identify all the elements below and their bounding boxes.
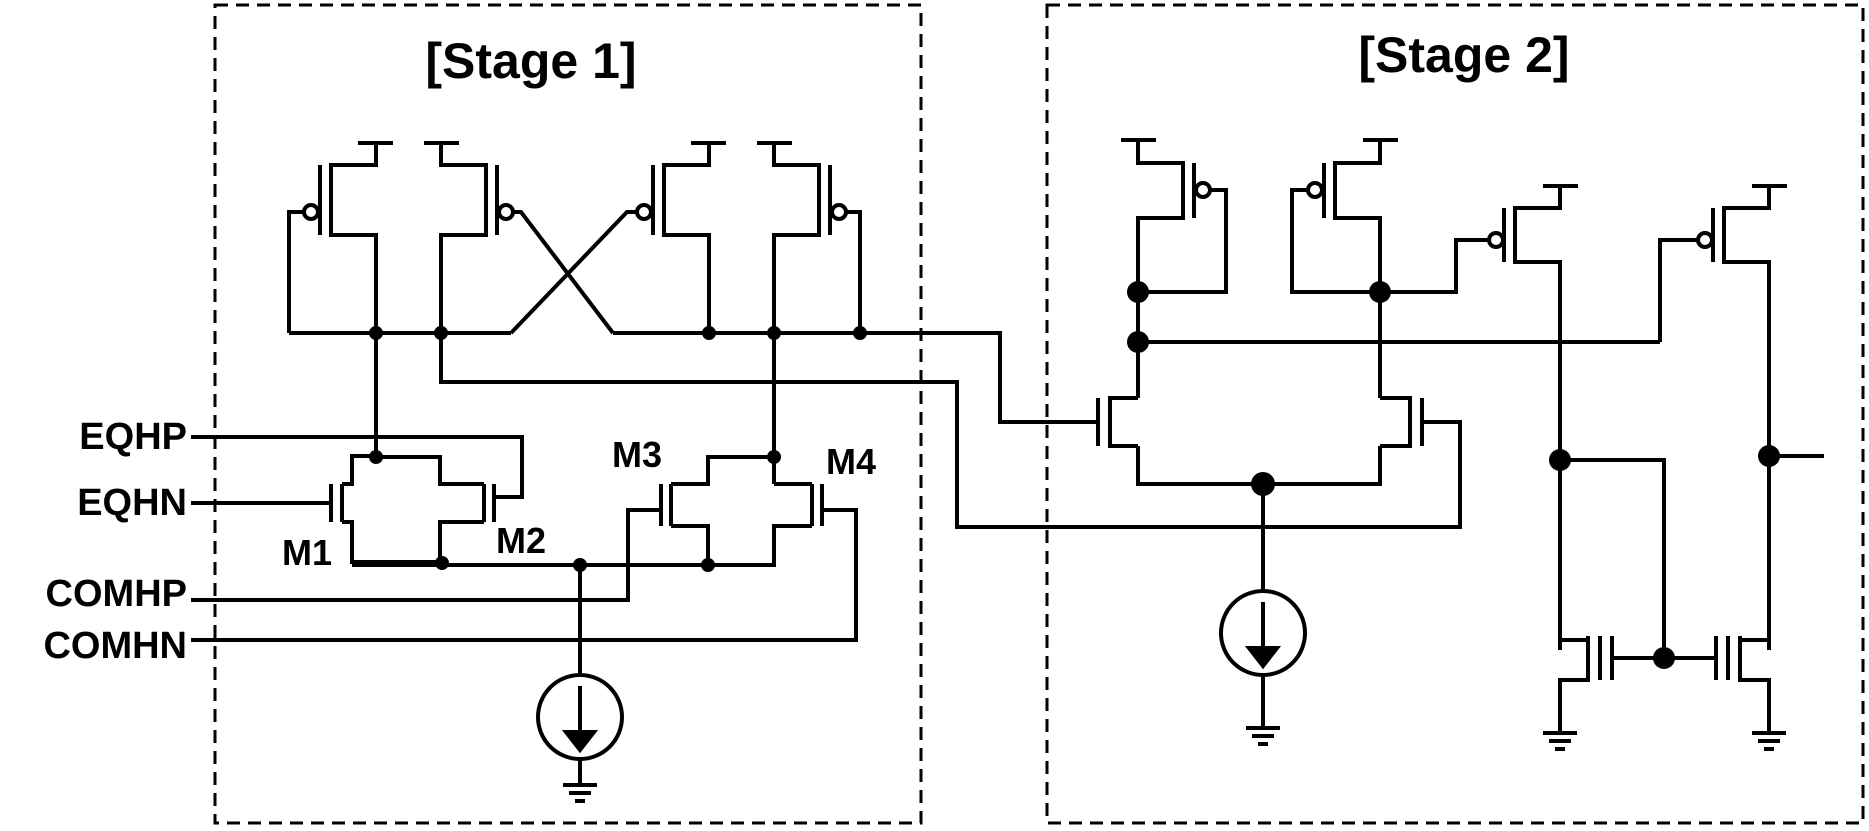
stage-1-equalization-switches — [329, 333, 824, 676]
stage-2-title: [Stage 2] — [1358, 27, 1569, 83]
transistor-label-m1: M1 — [282, 532, 332, 573]
stage-1-current-source — [536, 673, 624, 803]
input-label-comhp: COMHP — [46, 573, 187, 615]
input-label-eqhn: EQHN — [77, 482, 187, 524]
stage-2-diff-pair — [1096, 138, 1660, 592]
input-label-eqhp: EQHP — [79, 416, 187, 458]
transistor-label-m2: M2 — [496, 520, 546, 561]
stage-2-output-stage — [1487, 184, 1824, 751]
stage-1-title: [Stage 1] — [425, 33, 636, 89]
interstage-wires — [439, 331, 1462, 529]
junction-dots — [369, 281, 1780, 669]
input-label-comhn: COMHN — [43, 625, 187, 667]
stage-1-pmos-latch — [287, 141, 862, 335]
stage-1-inputs — [191, 435, 858, 642]
stage-2-current-source — [1219, 589, 1307, 746]
stage-2-box — [1045, 3, 1865, 825]
transistor-label-m3: M3 — [612, 434, 662, 475]
transistor-label-m4: M4 — [826, 441, 876, 482]
stage-1-box — [213, 3, 923, 825]
